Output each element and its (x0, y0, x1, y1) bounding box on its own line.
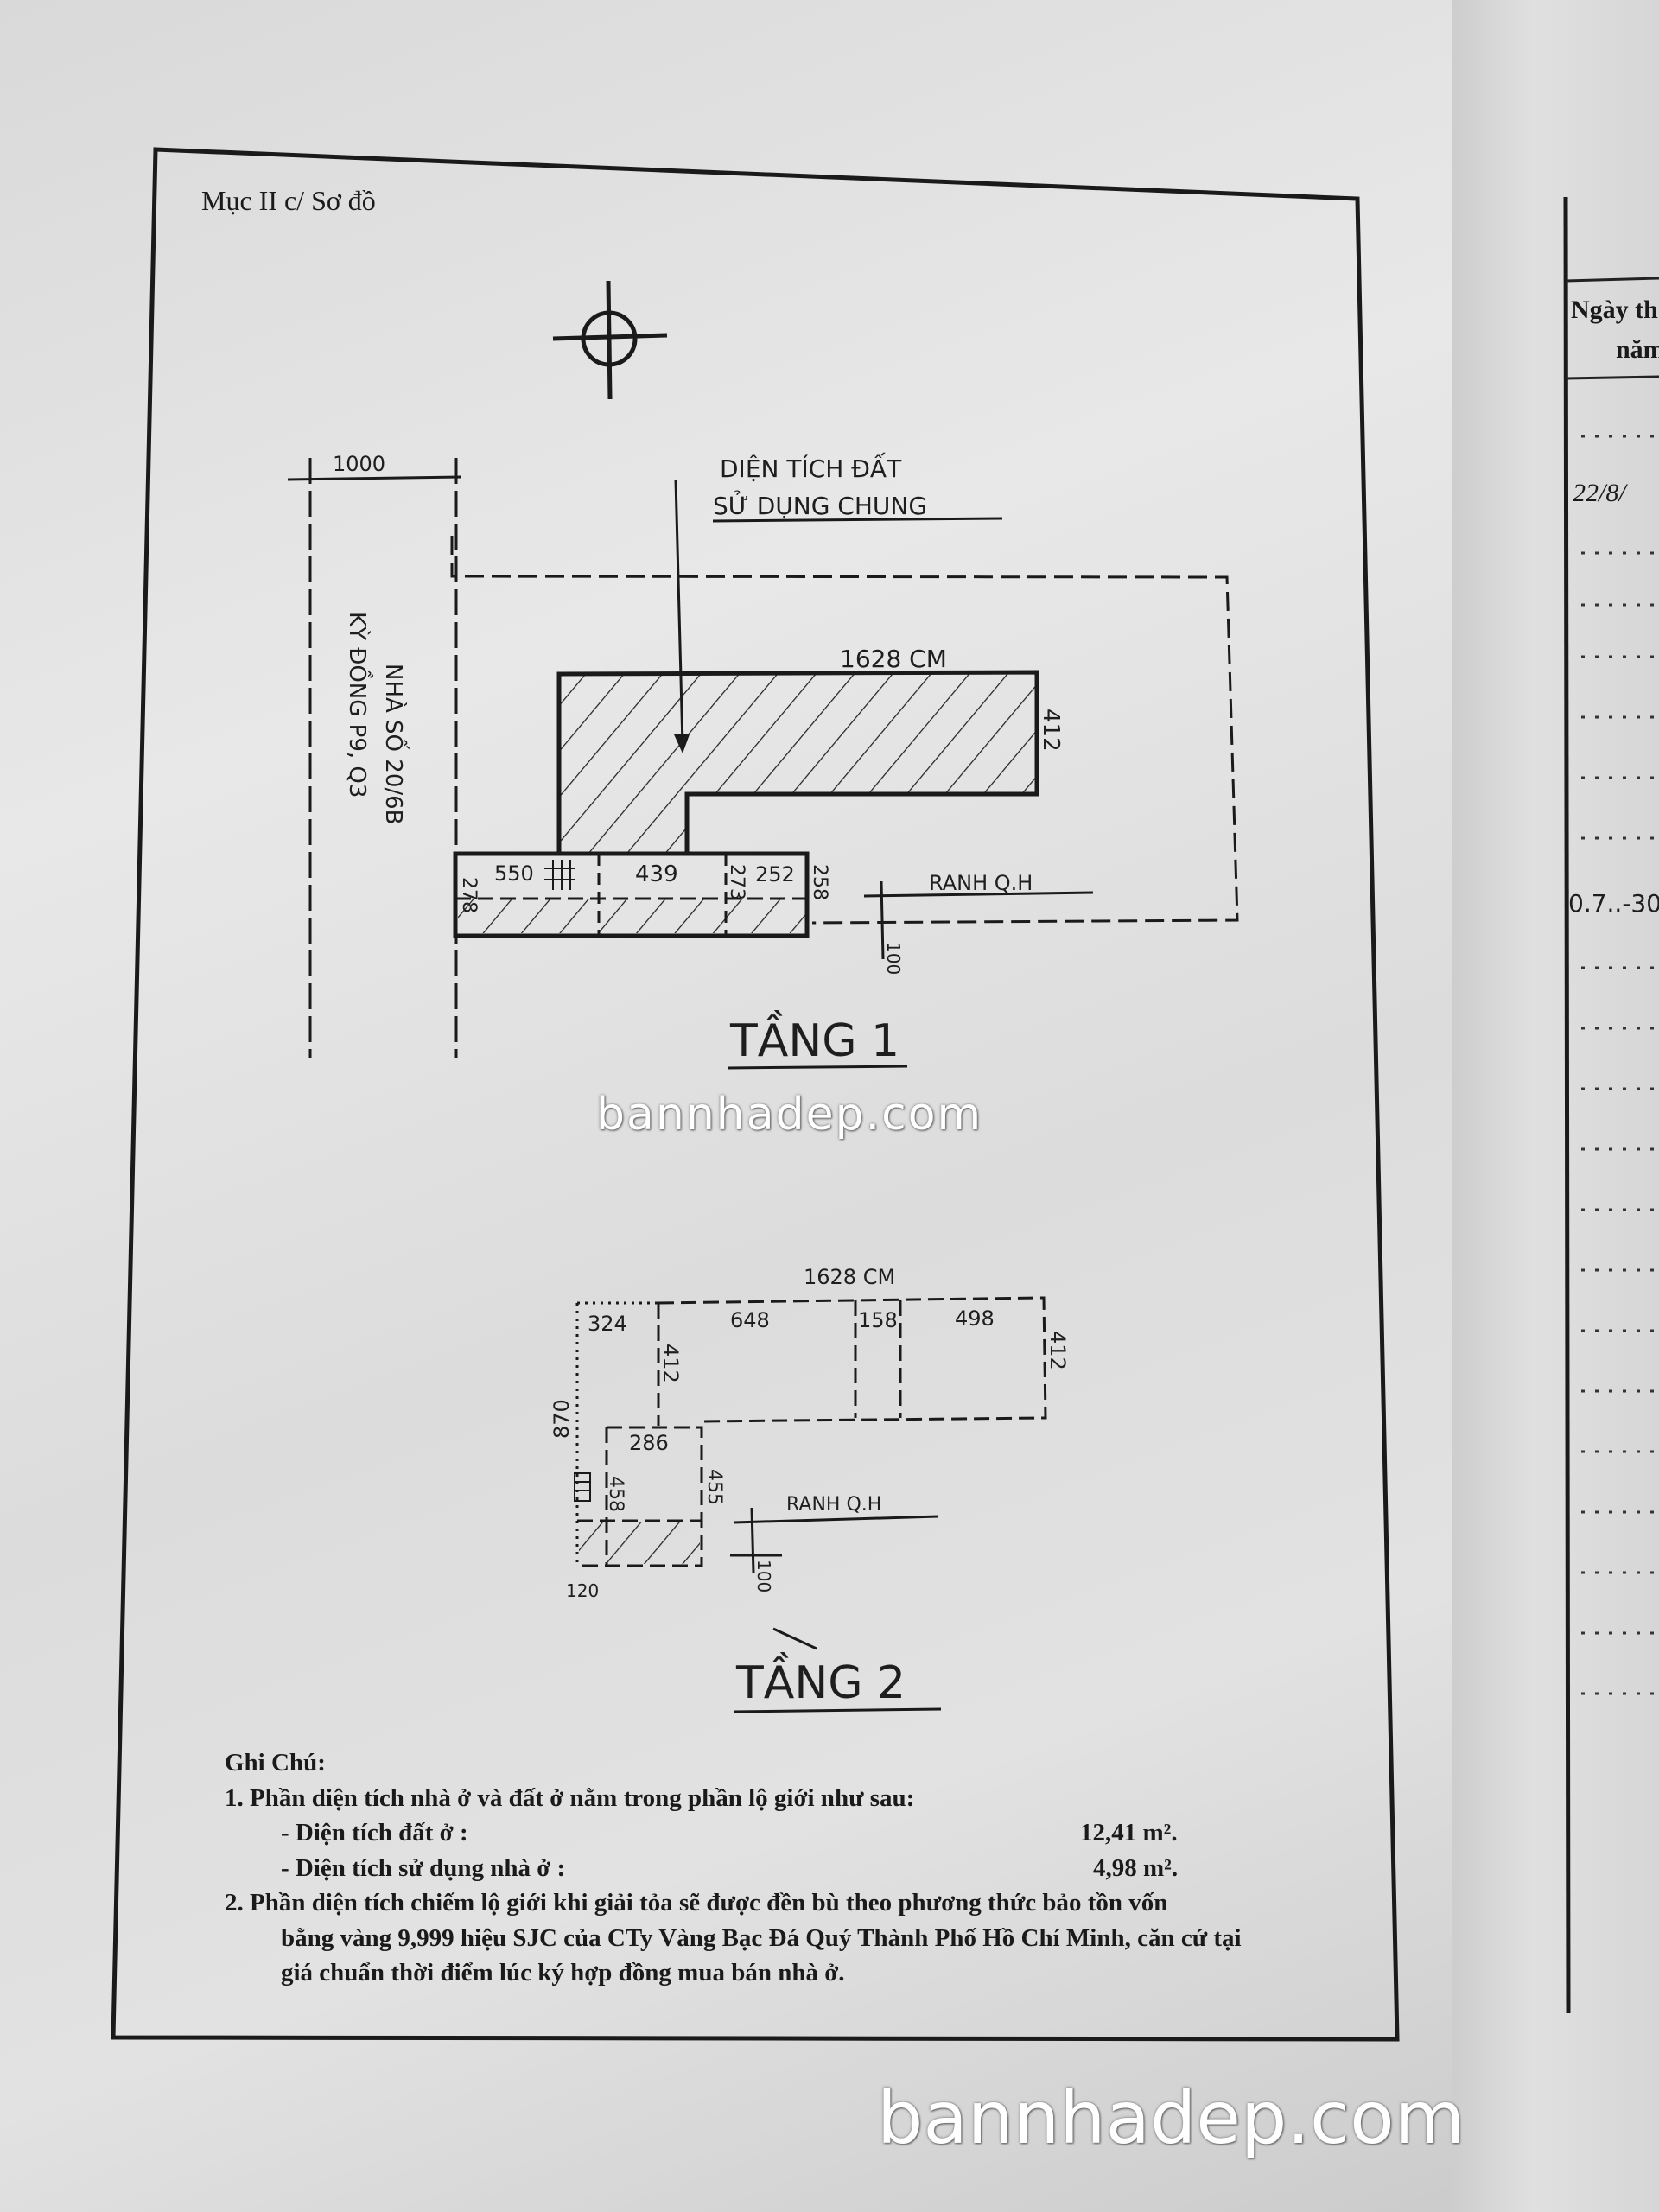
note-item-2-line-2: bằng vàng 9,999 hiệu SJC của CTy Vàng Bạ… (281, 1923, 1242, 1952)
note-item-2: 2. Phần diện tích chiếm lộ giới khi giải… (225, 1889, 1168, 1916)
adjacent-page-table: Ngày th năm 22/8/ 0.7..-30- (1563, 196, 1659, 2014)
dim-252: 252 (755, 862, 795, 887)
dim-258: 258 (809, 864, 830, 900)
floor-2-boundary-offset: 100 (753, 1560, 774, 1592)
street-label: KỲ ĐỒNG P9, Q3 (344, 612, 374, 798)
handwritten-date: 22/8/ (1573, 479, 1628, 507)
bottom-watermark: bannhadep.com (877, 2075, 1465, 2160)
dim-324: 324 (588, 1312, 627, 1336)
center-watermark: bannhadep.com (596, 1089, 983, 1141)
dim-412-right: 412 (1046, 1331, 1070, 1370)
boundary-label: RANH Q.H (929, 871, 1033, 895)
dim-455: 455 (703, 1469, 725, 1505)
dim-412-left: 412 (658, 1344, 683, 1383)
dim-550: 550 (494, 861, 534, 886)
date-column-header: Ngày th (1571, 296, 1658, 324)
land-area-value: 12,41 m². (1080, 1819, 1178, 1847)
floor-2-boundary-label: RANH Q.H (786, 1494, 881, 1516)
house-address-label: NHÀ SỐ 20/6B (380, 664, 410, 825)
boundary-offset: 100 (883, 942, 904, 975)
note-item-2-line-3: giá chuẩn thời điểm lúc ký hợp đồng mua … (281, 1959, 845, 1986)
dim-439: 439 (635, 861, 678, 887)
floor-1-plan: 1000 NHÀ SỐ 20/6B KỲ ĐỒNG P9, Q3 DIỆN TÍ… (287, 451, 1239, 1070)
notes-section: Ghi Chú: 1. Phần diện tích nhà ở và đất … (225, 1745, 1348, 1991)
land-area-label: - Diện tích đất ở : (281, 1819, 468, 1847)
dim-870: 870 (550, 1399, 574, 1439)
dim-273: 273 (726, 864, 747, 900)
adjacent-page (1452, 0, 1659, 2212)
floor-1-title: TẦNG 1 (729, 1010, 899, 1067)
dim-286: 286 (629, 1431, 669, 1455)
dim-648: 648 (730, 1308, 770, 1332)
document-frame (111, 147, 1400, 2042)
dim-158: 158 (858, 1308, 898, 1332)
common-land-label: DIỆN TÍCH ĐẤT (720, 451, 902, 483)
date-column-header-2: năm (1616, 335, 1659, 364)
floor-area-row: - Diện tích sử dụng nhà ở : 4,98 m². (225, 1851, 1348, 1886)
dim-498: 498 (955, 1306, 995, 1331)
floor-area-value: 4,98 m². (1093, 1853, 1179, 1882)
setback-dimension: 1000 (333, 452, 385, 476)
section-title: Mục II c/ Sơ đồ (201, 185, 376, 216)
floor-2-title: TẦNG 2 (735, 1652, 906, 1709)
floor-1-width: 1628 CM (840, 645, 947, 673)
notes-heading: Ghi Chú: (225, 1749, 326, 1777)
common-land-label-2: SỬ DỤNG CHUNG (713, 490, 927, 520)
floor-area-label: - Diện tích sử dụng nhà ở : (281, 1853, 566, 1882)
dim-278: 278 (458, 877, 480, 913)
dim-458: 458 (605, 1476, 626, 1512)
note-item-1: 1. Phần diện tích nhà ở và đất ở nằm tro… (225, 1783, 915, 1812)
dim-120: 120 (566, 1580, 599, 1601)
land-area-row: - Diện tích đất ở : 12,41 m². (225, 1815, 1348, 1851)
floor-2-width: 1628 CM (804, 1265, 895, 1289)
floor-2-plan: 1628 CM 324 648 158 498 412 412 286 458 … (550, 1265, 1070, 1713)
floor-1-building-footprint (556, 670, 1039, 856)
handwritten-date-2: 0.7..-30- (1568, 889, 1659, 918)
floor-1-depth: 412 (1038, 709, 1064, 752)
north-compass-icon (552, 280, 668, 400)
